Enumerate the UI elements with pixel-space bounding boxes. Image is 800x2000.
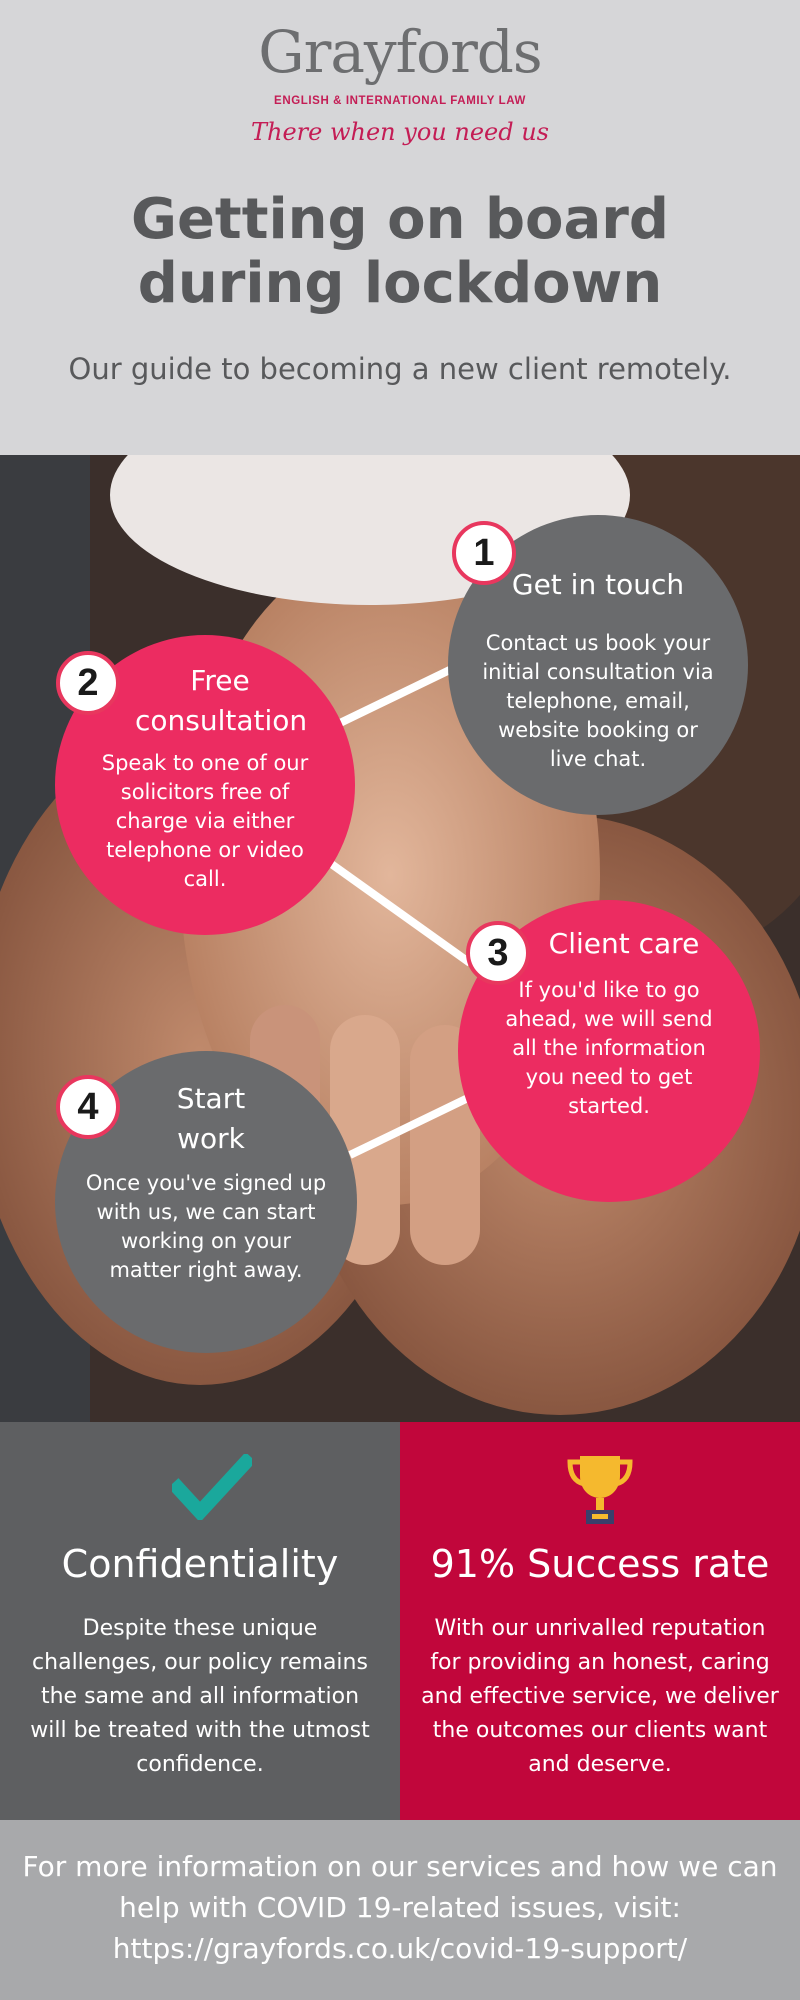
- hands-photo-section: Get in touch Contact us book your initia…: [0, 455, 800, 1422]
- header: Grayfords ENGLISH & INTERNATIONAL FAMILY…: [0, 0, 800, 455]
- logo-subtitle: ENGLISH & INTERNATIONAL FAMILY LAW: [274, 95, 526, 107]
- step-1-title: Get in touch: [511, 568, 685, 601]
- step-3-text: If you'd like to go ahead, we will send …: [505, 978, 713, 1118]
- step-4-circle: Start work Once you've signed up with us…: [55, 1051, 357, 1353]
- step-4-text: Once you've signed up with us, we can st…: [85, 1171, 327, 1282]
- success-text: With our unrivalled reputation for provi…: [421, 1616, 779, 1777]
- success-title: 91% Success rate: [430, 1542, 770, 1586]
- step-1-circle: Get in touch Contact us book your initia…: [448, 515, 748, 815]
- trophy-icon: [567, 1456, 633, 1524]
- confidentiality-text: Despite these unique challenges, our pol…: [30, 1616, 370, 1777]
- step-3-badge: 3: [466, 921, 530, 985]
- step-3-title: Client care: [548, 927, 700, 960]
- footer-text[interactable]: For more information on our services and…: [22, 1850, 778, 1965]
- footer: For more information on our services and…: [0, 1820, 800, 2000]
- step-3-circle: Client care If you'd like to go ahead, w…: [458, 900, 760, 1202]
- page-title: Getting on board during lockdown: [130, 187, 669, 316]
- step-4-badge: 4: [56, 1075, 120, 1139]
- info-panels: Confidentiality Despite these unique cha…: [0, 1422, 800, 1820]
- step-1-text: Contact us book your initial consultatio…: [482, 631, 714, 771]
- step-2-badge: 2: [56, 651, 120, 715]
- step-4-title: Start work: [176, 1082, 246, 1155]
- page-subtitle: Our guide to becoming a new client remot…: [68, 352, 732, 386]
- logo: Grayfords: [258, 18, 542, 86]
- step-2-title: Free consultation: [135, 664, 308, 737]
- step-1-badge: 1: [452, 521, 516, 585]
- success-panel: 91% Success rate With our unrivalled rep…: [400, 1422, 800, 1820]
- step-2-text: Speak to one of our solicitors free of c…: [101, 751, 309, 891]
- confidentiality-panel: Confidentiality Despite these unique cha…: [0, 1422, 400, 1820]
- checkmark-icon: [172, 1454, 252, 1520]
- tagline: There when you need us: [251, 118, 549, 146]
- confidentiality-title: Confidentiality: [61, 1542, 339, 1586]
